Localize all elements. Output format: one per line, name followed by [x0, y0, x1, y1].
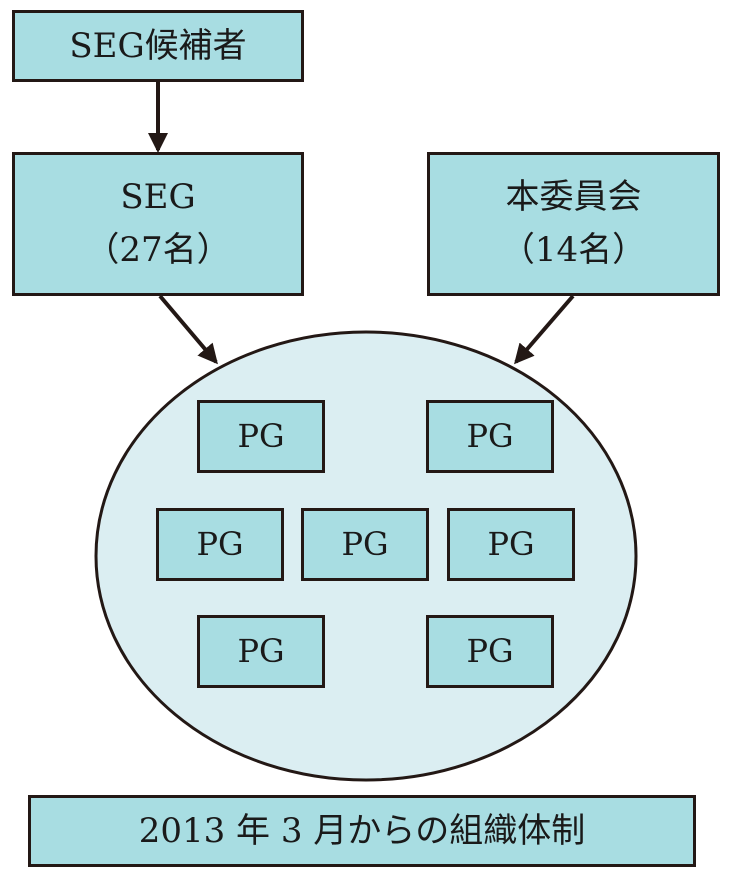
- pg-box-7: PG: [426, 615, 554, 688]
- pg-label: PG: [466, 632, 514, 671]
- pg-box-3: PG: [156, 508, 284, 581]
- seg-candidates-box: SEG候補者: [12, 10, 304, 82]
- committee-member-count: （14名）: [500, 230, 647, 270]
- pg-label: PG: [487, 525, 535, 564]
- pg-label: PG: [466, 417, 514, 456]
- pg-label: PG: [237, 632, 285, 671]
- pg-box-6: PG: [197, 615, 325, 688]
- seg-title: SEG: [120, 177, 196, 218]
- committee-box: 本委員会 （14名）: [427, 152, 720, 296]
- committee-title: 本委員会: [505, 177, 642, 218]
- arrow-committee-to-pg-cluster: [514, 294, 575, 365]
- pg-box-5: PG: [447, 508, 575, 581]
- seg-candidates-label: SEG候補者: [69, 25, 247, 66]
- arrow-seg-to-pg-cluster: [158, 294, 218, 365]
- pg-label: PG: [237, 417, 285, 456]
- pg-label: PG: [341, 525, 389, 564]
- pg-box-4: PG: [301, 508, 429, 581]
- seg-box: SEG （27名）: [12, 152, 304, 296]
- pg-box-2: PG: [426, 400, 554, 473]
- caption-box: 2013 年 3 月からの組織体制: [28, 795, 696, 867]
- pg-box-1: PG: [197, 400, 325, 473]
- pg-label: PG: [196, 525, 244, 564]
- seg-member-count: （27名）: [85, 230, 231, 270]
- caption-text: 2013 年 3 月からの組織体制: [138, 810, 586, 851]
